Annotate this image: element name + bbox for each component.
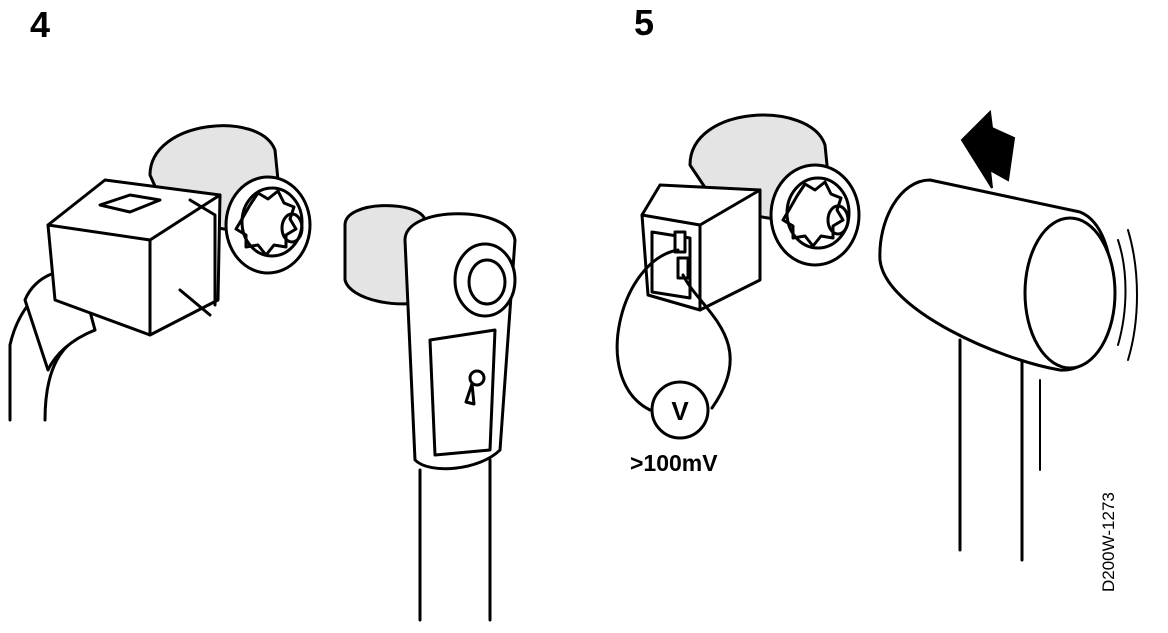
socket-wrench-icon [343,204,517,622]
voltage-reading-label: >100mV [630,450,718,476]
strike-arrow-icon [960,109,1016,189]
voltmeter-symbol: V [671,396,689,426]
voltmeter-icon [615,248,732,440]
figure-code: D200W-1273 [1099,492,1118,592]
hammer-icon [878,178,1138,562]
sensor-connector-icon [640,183,762,312]
connector-plug-icon [46,178,222,337]
step-number-4: 4 [30,4,51,45]
knock-sensor-icon [688,113,861,267]
step-number-5: 5 [634,2,655,43]
